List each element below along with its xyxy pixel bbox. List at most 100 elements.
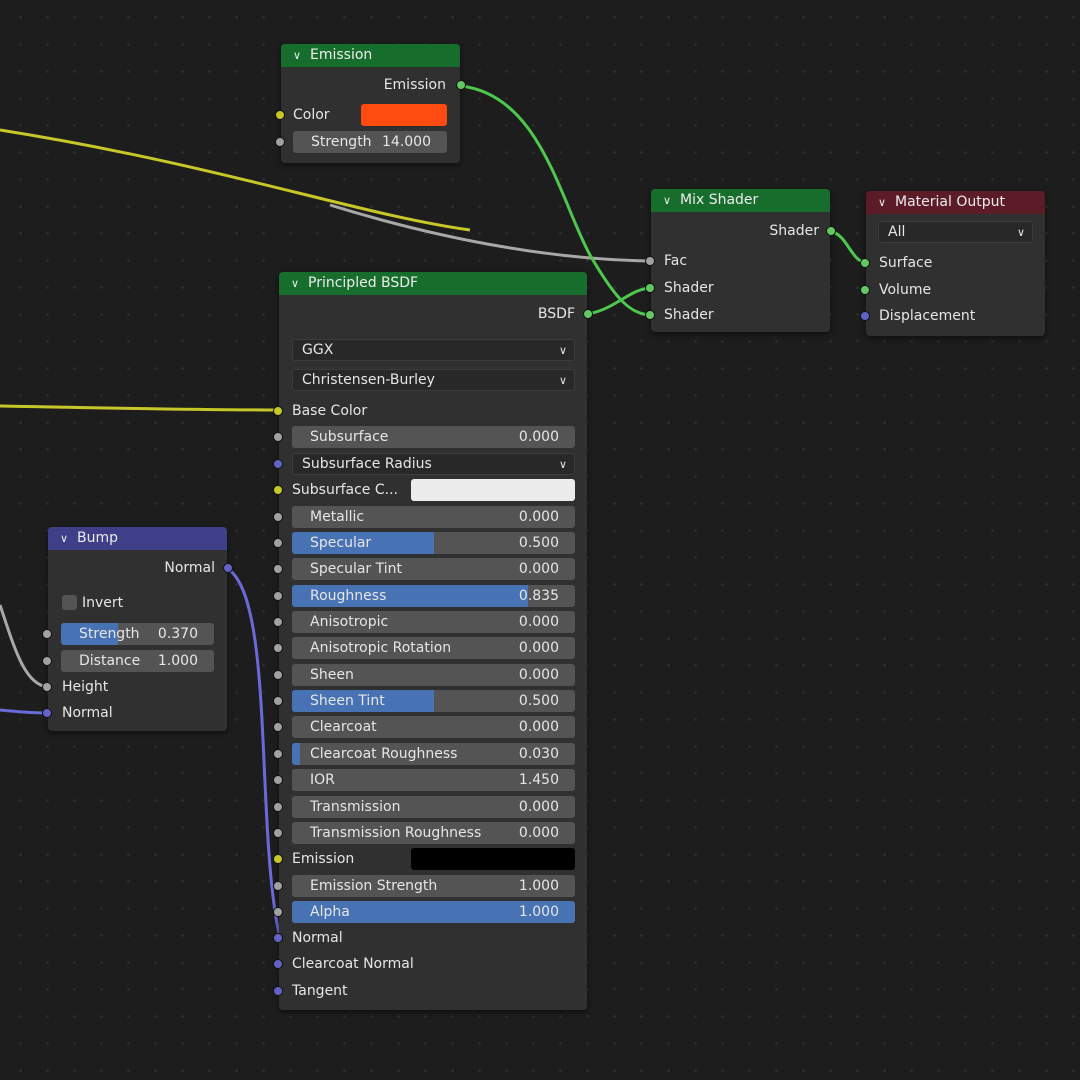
base-color-label: Base Color xyxy=(292,403,368,419)
input-socket[interactable] xyxy=(860,285,870,295)
output-socket[interactable] xyxy=(223,563,233,573)
principled-header[interactable]: ∨ Principled BSDF xyxy=(279,272,587,295)
base-color-row: Base Color xyxy=(273,400,587,422)
bump-node[interactable]: ∨Bump Normal Invert Strength 0.370 Dista… xyxy=(42,527,233,731)
emission-node-header[interactable]: ∨Emission xyxy=(281,44,460,67)
input-socket[interactable] xyxy=(42,629,52,639)
mix-shader-node[interactable]: ∨Mix Shader Shader Fac Shader Shader xyxy=(645,189,836,332)
subsurface-method-dropdown[interactable]: Christensen-Burley ∨ xyxy=(292,369,575,391)
bump-distance-field[interactable]: Distance 1.000 xyxy=(61,650,214,672)
input-socket[interactable] xyxy=(42,682,52,692)
chevron-down-icon: ∨ xyxy=(558,344,567,357)
input-socket[interactable] xyxy=(273,854,283,864)
bump-header[interactable]: ∨Bump xyxy=(48,527,227,550)
specular-field[interactable]: Specular 0.500 xyxy=(292,532,575,554)
ior-field[interactable]: IOR 1.450 xyxy=(292,769,575,791)
emission-strength-field[interactable]: Emission Strength 1.000 xyxy=(292,875,575,897)
input-socket[interactable] xyxy=(273,986,283,996)
field-row-anisotropic-rotation: Anisotropic Rotation 0.000 xyxy=(273,637,587,659)
shader1-row: Shader xyxy=(645,277,830,299)
color-swatch[interactable] xyxy=(361,104,447,126)
target-dropdown[interactable]: All ∨ xyxy=(878,221,1033,243)
input-socket[interactable] xyxy=(860,258,870,268)
field-value: 0.000 xyxy=(518,640,559,656)
input-socket[interactable] xyxy=(273,907,283,917)
subsurface-field[interactable]: Subsurface 0.000 xyxy=(292,426,575,448)
chevron-down-icon[interactable]: ∨ xyxy=(663,194,672,207)
subsurface-radius-dropdown[interactable]: Subsurface Radius ∨ xyxy=(273,453,575,475)
field-label: Roughness xyxy=(310,588,387,604)
subsurface-color-swatch[interactable] xyxy=(411,479,575,501)
input-socket[interactable] xyxy=(42,656,52,666)
alpha-field[interactable]: Alpha 1.000 xyxy=(292,901,575,923)
input-socket[interactable] xyxy=(273,459,283,469)
input-socket[interactable] xyxy=(273,722,283,732)
input-socket[interactable] xyxy=(273,802,283,812)
tangent-label: Tangent xyxy=(292,983,348,999)
input-socket[interactable] xyxy=(645,283,655,293)
input-socket[interactable] xyxy=(273,775,283,785)
input-socket[interactable] xyxy=(275,110,285,120)
emission-node[interactable]: ∨Emission Emission Color Strength 14.000 xyxy=(275,44,466,163)
specular-tint-field[interactable]: Specular Tint 0.000 xyxy=(292,558,575,580)
input-socket[interactable] xyxy=(273,749,283,759)
input-socket[interactable] xyxy=(273,538,283,548)
principled-bsdf-node[interactable]: ∨Principled BSDF BSDF GGX ∨ Christensen-… xyxy=(273,272,593,1010)
chevron-down-icon[interactable]: ∨ xyxy=(60,532,69,545)
sheen-tint-field[interactable]: Sheen Tint 0.500 xyxy=(292,690,575,712)
material-output-node[interactable]: ∨Material Output All ∨ Surface Volume Di… xyxy=(860,191,1045,336)
material-output-header[interactable]: ∨Material Output xyxy=(866,191,1045,214)
anisotropic-rotation-field[interactable]: Anisotropic Rotation 0.000 xyxy=(292,637,575,659)
input-socket[interactable] xyxy=(275,137,285,147)
input-socket[interactable] xyxy=(273,933,283,943)
roughness-field[interactable]: Roughness 0.835 xyxy=(292,585,575,607)
input-socket[interactable] xyxy=(860,311,870,321)
output-socket[interactable] xyxy=(826,226,836,236)
input-socket[interactable] xyxy=(645,256,655,266)
input-socket[interactable] xyxy=(273,617,283,627)
clearcoat-roughness-field[interactable]: Clearcoat Roughness 0.030 xyxy=(292,743,575,765)
input-socket[interactable] xyxy=(273,485,283,495)
link-base-color xyxy=(0,404,281,412)
input-socket[interactable] xyxy=(273,828,283,838)
node-title: Principled BSDF xyxy=(308,275,419,291)
input-socket[interactable] xyxy=(273,432,283,442)
emission-color-swatch[interactable] xyxy=(411,848,575,870)
field-row-transmission-roughness: Transmission Roughness 0.000 xyxy=(273,822,587,844)
dropdown-value: Christensen-Burley xyxy=(302,372,435,388)
input-socket[interactable] xyxy=(42,708,52,718)
clearcoat-field[interactable]: Clearcoat 0.000 xyxy=(292,716,575,738)
strength-field[interactable]: Strength 14.000 xyxy=(293,131,447,153)
output-socket[interactable] xyxy=(583,309,593,319)
bump-strength-field[interactable]: Strength 0.370 xyxy=(61,623,214,645)
slider-fill xyxy=(292,901,575,923)
input-socket[interactable] xyxy=(273,564,283,574)
invert-checkbox[interactable] xyxy=(62,595,77,610)
field-value: 1.000 xyxy=(518,878,559,894)
input-socket[interactable] xyxy=(273,591,283,601)
input-socket[interactable] xyxy=(273,959,283,969)
input-socket[interactable] xyxy=(273,696,283,706)
input-socket[interactable] xyxy=(273,406,283,416)
distribution-dropdown[interactable]: GGX ∨ xyxy=(292,339,575,361)
transmission-roughness-field[interactable]: Transmission Roughness 0.000 xyxy=(292,822,575,844)
link-normal-in xyxy=(0,708,49,715)
metallic-field[interactable]: Metallic 0.000 xyxy=(292,506,575,528)
input-socket[interactable] xyxy=(273,670,283,680)
input-socket[interactable] xyxy=(645,310,655,320)
output-socket[interactable] xyxy=(456,80,466,90)
chevron-down-icon[interactable]: ∨ xyxy=(293,49,302,62)
transmission-field[interactable]: Transmission 0.000 xyxy=(292,796,575,818)
input-socket[interactable] xyxy=(273,881,283,891)
input-socket[interactable] xyxy=(273,643,283,653)
chevron-down-icon[interactable]: ∨ xyxy=(291,277,300,290)
input-socket[interactable] xyxy=(273,512,283,522)
slider-fill xyxy=(292,690,434,712)
height-row: Height xyxy=(42,676,227,698)
node-title: Mix Shader xyxy=(680,192,759,208)
chevron-down-icon[interactable]: ∨ xyxy=(878,196,887,209)
mix-shader-header[interactable]: ∨ Mix Shader xyxy=(651,189,830,212)
anisotropic-field[interactable]: Anisotropic 0.000 xyxy=(292,611,575,633)
sheen-field[interactable]: Sheen 0.000 xyxy=(292,664,575,686)
